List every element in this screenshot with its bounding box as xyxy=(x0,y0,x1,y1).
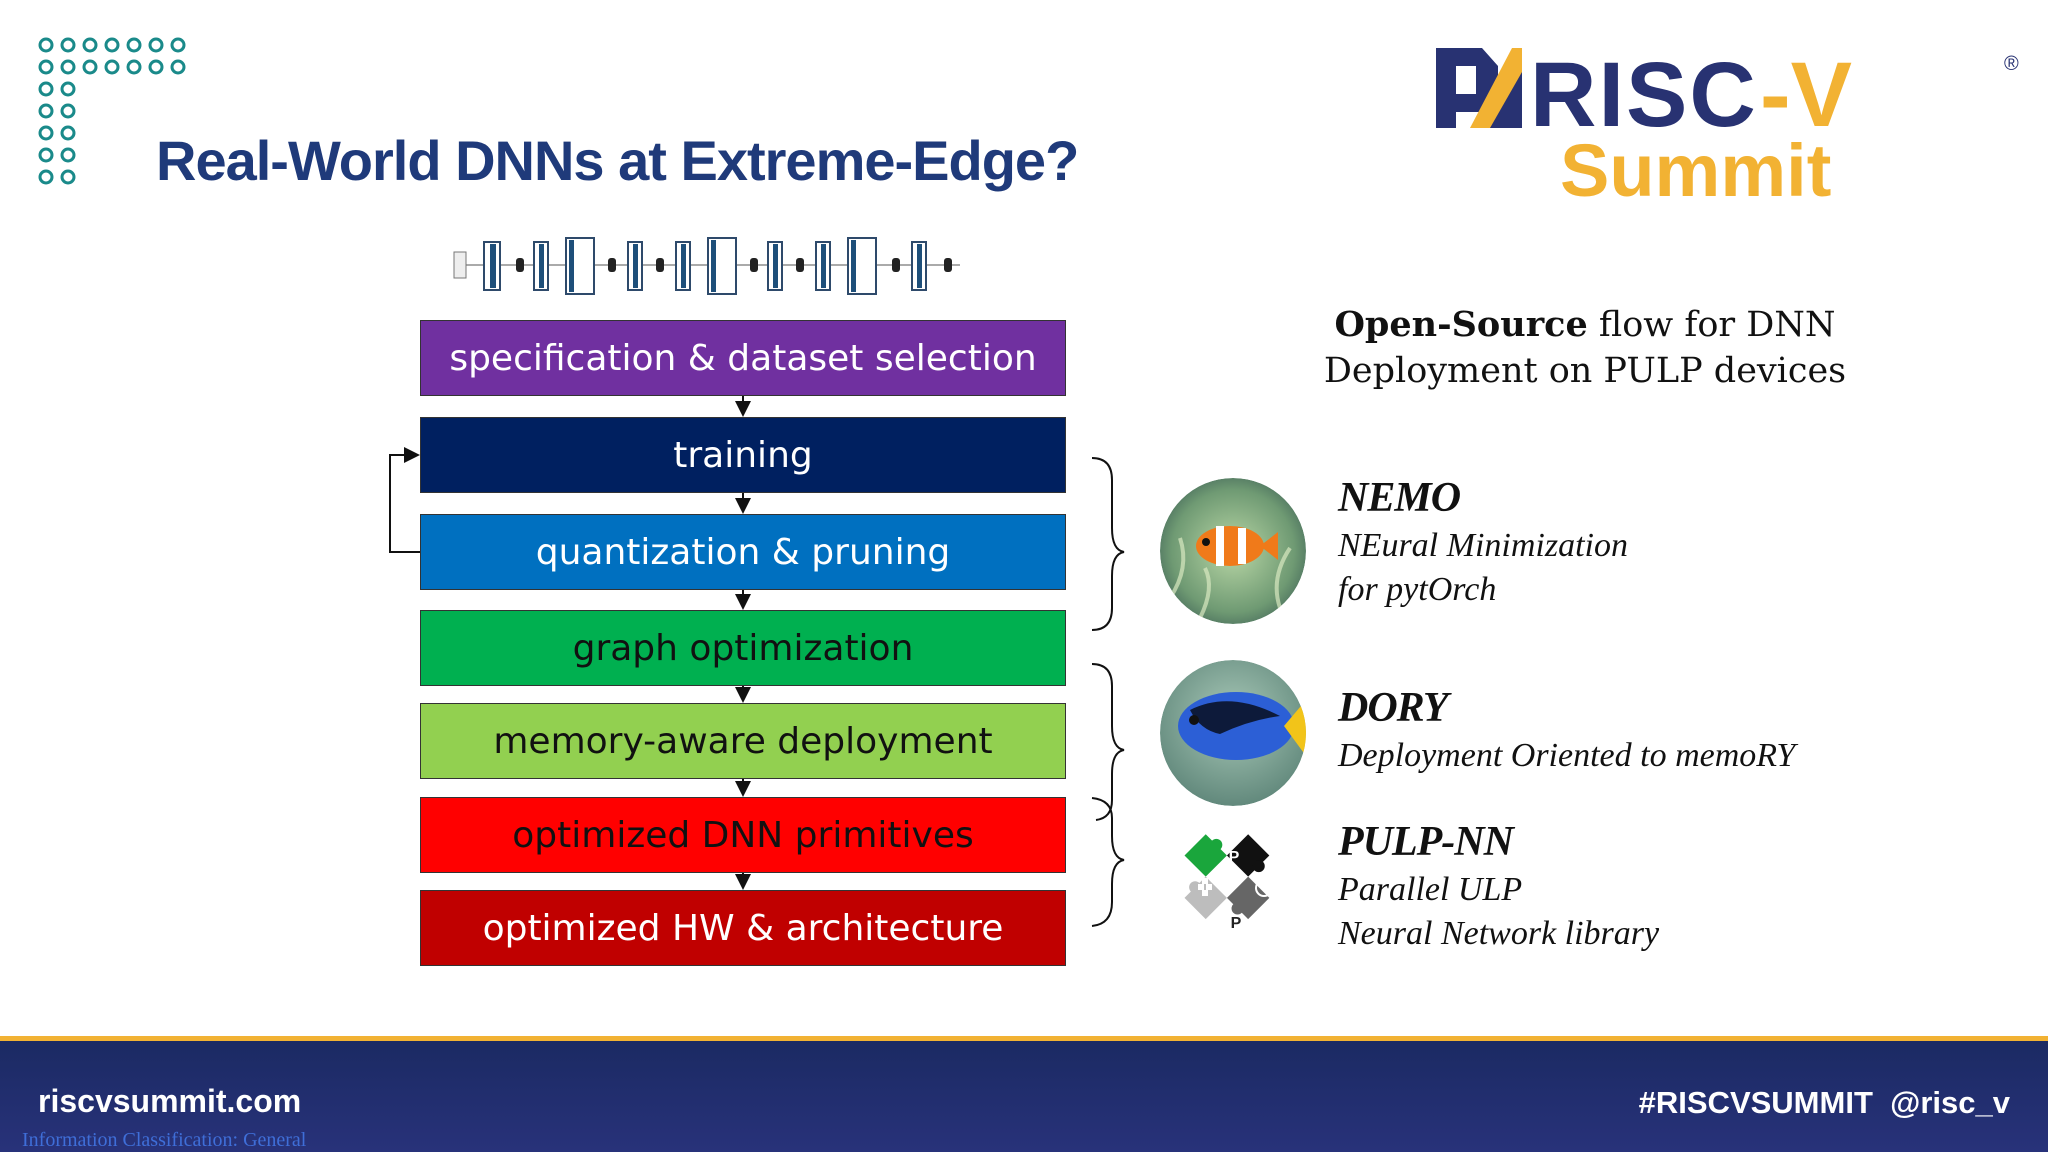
brace-dory xyxy=(1091,663,1125,821)
svg-text:P: P xyxy=(1231,915,1242,932)
stage-training: training xyxy=(420,417,1066,493)
footer-hashtag[interactable]: #RISCVSUMMIT xyxy=(1638,1085,1873,1120)
flow-caption-line1-rest: flow for DNN xyxy=(1587,305,1836,345)
tool-desc-dory: Deployment Oriented to memoRY xyxy=(1338,737,1796,774)
footer-classification: Information Classification: General xyxy=(22,1129,307,1151)
flow-caption-line2: Deployment on PULP devices xyxy=(1323,351,1847,391)
dory-blue-tang-image xyxy=(1160,660,1306,806)
tool-name-nemo: NEMO xyxy=(1338,475,1461,521)
footer-handle[interactable]: @risc_v xyxy=(1890,1085,2010,1120)
stage-optimized-hw-architecture: optimized HW & architecture xyxy=(420,890,1066,966)
svg-text:P: P xyxy=(1229,849,1240,866)
tool-name-pulp-nn: PULP-NN xyxy=(1338,819,1514,865)
feedback-loop-arrow xyxy=(389,447,420,553)
slide-title: Real-World DNNs at Extreme-Edge? xyxy=(156,129,1079,192)
logo-risc-text: RISC xyxy=(1530,44,1758,146)
nemo-clownfish-image xyxy=(1160,478,1306,624)
decorative-dot-pattern xyxy=(38,37,186,185)
stage-specification-dataset-selection: specification & dataset selection xyxy=(420,320,1066,396)
network-architecture-thumbnail xyxy=(453,237,960,295)
footer-bar: riscvsummit.com Information Classificati… xyxy=(0,1036,2048,1152)
brace-nemo xyxy=(1091,457,1125,631)
footer-social: #RISCVSUMMIT @risc_v xyxy=(1639,1085,2010,1121)
flow-caption: Open-Source flow for DNN Deployment on P… xyxy=(1300,302,1870,394)
registered-mark: ® xyxy=(2004,53,2019,75)
risc-v-emblem-icon xyxy=(1436,48,1522,128)
tool-name-dory: DORY xyxy=(1338,685,1449,731)
stage-quantization-pruning: quantization & pruning xyxy=(420,514,1066,590)
logo-v-text: -V xyxy=(1760,44,1852,146)
pulp-nn-puzzle-logo: P P xyxy=(1184,834,1273,932)
logo-summit-text: Summit xyxy=(1560,129,1831,206)
stage-optimized-dnn-primitives: optimized DNN primitives xyxy=(420,797,1066,873)
stage-memory-aware-deployment: memory-aware deployment xyxy=(420,703,1066,779)
stage-graph-optimization: graph optimization xyxy=(420,610,1066,686)
flow-caption-bold: Open-Source xyxy=(1334,304,1588,345)
brace-pulp-nn xyxy=(1091,797,1125,927)
footer-website[interactable]: riscvsummit.com xyxy=(38,1083,302,1119)
risc-v-summit-logo: RISC -V ® Summit xyxy=(1436,44,2019,206)
